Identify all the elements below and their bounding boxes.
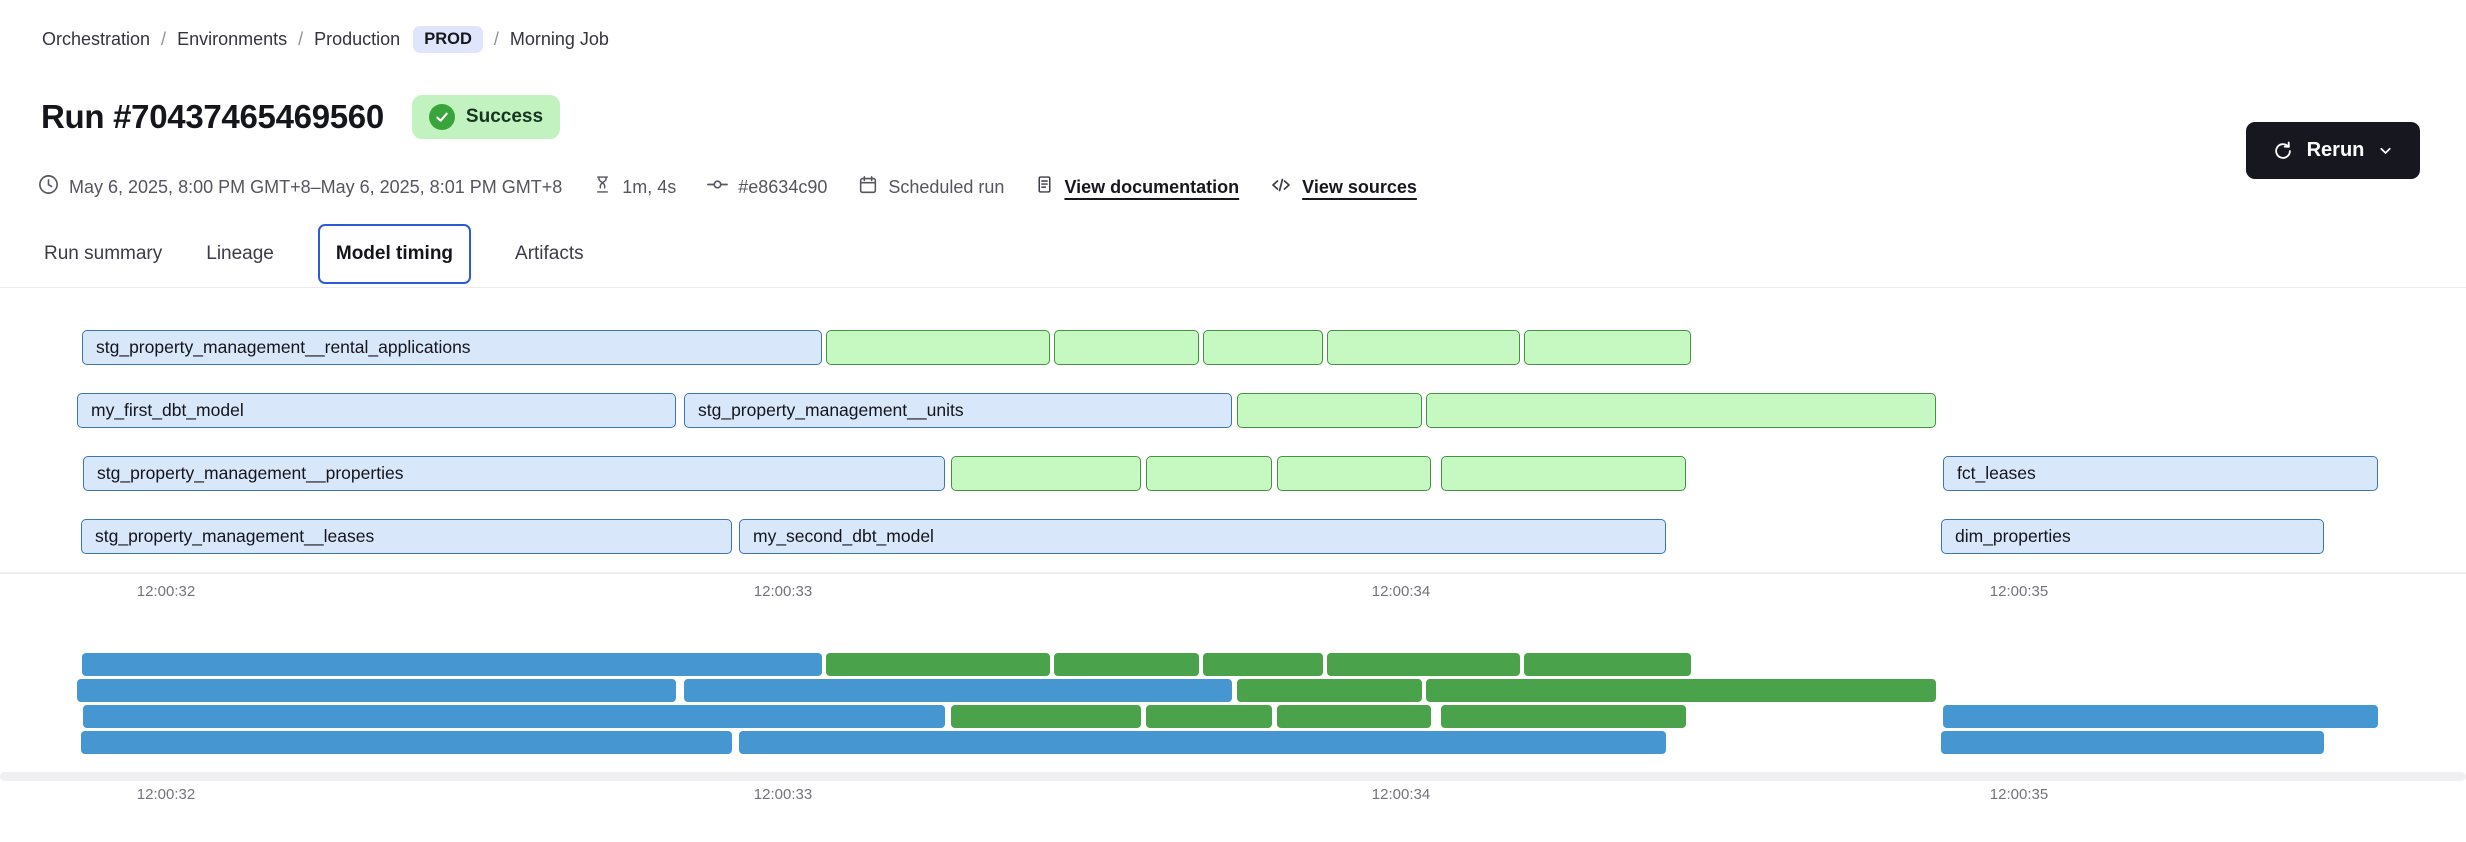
minimap-bar	[951, 705, 1141, 728]
meta-view-sources[interactable]: View sources	[1269, 173, 1417, 202]
minimap-bar	[83, 705, 945, 728]
gantt-bar-stg_property_management__units[interactable]: stg_property_management__units	[684, 393, 1232, 428]
tabs-hairline	[0, 287, 2466, 288]
gantt-bar[interactable]	[1441, 456, 1686, 491]
tab-lineage[interactable]: Lineage	[206, 243, 274, 264]
minimap-bar	[77, 679, 676, 702]
meta-row: May 6, 2025, 8:00 PM GMT+8–May 6, 2025, …	[37, 168, 1417, 206]
rerun-label: Rerun	[2306, 139, 2365, 161]
minimap-scrollbar-track[interactable]	[0, 772, 2466, 781]
minimap-bar	[739, 731, 1666, 754]
clock-icon	[37, 173, 60, 201]
meta-trigger: Scheduled run	[857, 174, 1004, 201]
hourglass-icon	[592, 174, 613, 200]
tab-artifacts[interactable]: Artifacts	[515, 243, 584, 264]
meta-commit: #e8634c90	[706, 173, 827, 201]
meta-duration: 1m, 4s	[592, 174, 676, 200]
refresh-icon	[2272, 140, 2294, 162]
tabs: Run summary Lineage Model timing Artifacts	[44, 224, 584, 284]
code-icon	[1269, 173, 1293, 202]
minimap-bar	[1441, 705, 1686, 728]
gantt-bar[interactable]	[1203, 330, 1323, 365]
gantt-bar[interactable]	[951, 456, 1141, 491]
breadcrumb: Orchestration / Environments / Production PRO…	[42, 26, 609, 53]
gantt-bar[interactable]	[826, 330, 1050, 365]
breadcrumb-separator: /	[493, 29, 499, 49]
env-badge: PROD	[413, 26, 483, 53]
minimap-bar	[81, 731, 732, 754]
gantt-bar[interactable]	[1054, 330, 1199, 365]
status-badge: Success	[411, 95, 561, 139]
minimap-bar	[1943, 705, 2378, 728]
gantt-bar[interactable]	[1524, 330, 1691, 365]
meta-trigger-text: Scheduled run	[888, 176, 1005, 197]
breadcrumb-separator: /	[298, 29, 304, 49]
meta-commit-text: #e8634c90	[738, 176, 828, 197]
breadcrumb-item-morning-job[interactable]: Morning Job	[509, 29, 609, 49]
gantt-axis-line	[0, 572, 2466, 574]
gantt-bar-my_second_dbt_model[interactable]: my_second_dbt_model	[739, 519, 1666, 554]
gantt-bar[interactable]	[1426, 393, 1936, 428]
gantt-bar-fct_leases[interactable]: fct_leases	[1943, 456, 2378, 491]
minimap-bar	[1426, 679, 1936, 702]
minimap-bar	[1941, 731, 2324, 754]
minimap-bar	[826, 653, 1050, 676]
chevron-down-icon[interactable]	[2377, 142, 2394, 159]
gantt-bar-stg_property_management__rental_applications[interactable]: stg_property_management__rental_applicat…	[82, 330, 822, 365]
gantt-bar[interactable]	[1277, 456, 1431, 491]
meta-duration-text: 1m, 4s	[622, 176, 677, 197]
view-documentation-link[interactable]: View documentation	[1064, 176, 1240, 197]
minimap-bar	[82, 653, 822, 676]
gantt-bar-stg_property_management__leases[interactable]: stg_property_management__leases	[81, 519, 732, 554]
tab-run-summary[interactable]: Run summary	[44, 243, 163, 264]
view-sources-link[interactable]: View sources	[1302, 176, 1417, 197]
breadcrumb-item-orchestration[interactable]: Orchestration	[42, 29, 151, 49]
minimap-bar	[1524, 653, 1691, 676]
gantt-bar-my_first_dbt_model[interactable]: my_first_dbt_model	[77, 393, 676, 428]
page-title: Run #70437465469560	[41, 98, 384, 135]
minimap-bar	[1237, 679, 1422, 702]
commit-icon	[706, 173, 729, 201]
minimap-bar	[1277, 705, 1431, 728]
breadcrumb-item-environments[interactable]: Environments	[177, 29, 288, 49]
gantt-bar-dim_properties[interactable]: dim_properties	[1941, 519, 2324, 554]
calendar-icon	[857, 174, 879, 201]
minimap-bar	[684, 679, 1232, 702]
breadcrumb-separator: /	[161, 29, 167, 49]
status-label: Success	[465, 106, 544, 127]
document-icon	[1034, 174, 1055, 200]
rerun-button[interactable]: Rerun	[2246, 122, 2420, 179]
meta-view-documentation[interactable]: View documentation	[1034, 174, 1239, 200]
minimap-bar	[1327, 653, 1520, 676]
gantt-bar[interactable]	[1327, 330, 1520, 365]
gantt-bar[interactable]	[1237, 393, 1422, 428]
gantt-bar-stg_property_management__properties[interactable]: stg_property_management__properties	[83, 456, 945, 491]
breadcrumb-item-production[interactable]: Production	[314, 29, 401, 49]
tab-model-timing[interactable]: Model timing	[317, 224, 472, 284]
minimap-bar	[1203, 653, 1323, 676]
check-icon	[428, 104, 455, 130]
minimap-bar	[1054, 653, 1199, 676]
meta-time-range: May 6, 2025, 8:00 PM GMT+8–May 6, 2025, …	[37, 173, 562, 201]
title-row: Run #70437465469560 Success	[41, 95, 561, 139]
minimap-bar	[1146, 705, 1272, 728]
gantt-bar[interactable]	[1146, 456, 1272, 491]
meta-time-range-text: May 6, 2025, 8:00 PM GMT+8–May 6, 2025, …	[69, 176, 563, 197]
